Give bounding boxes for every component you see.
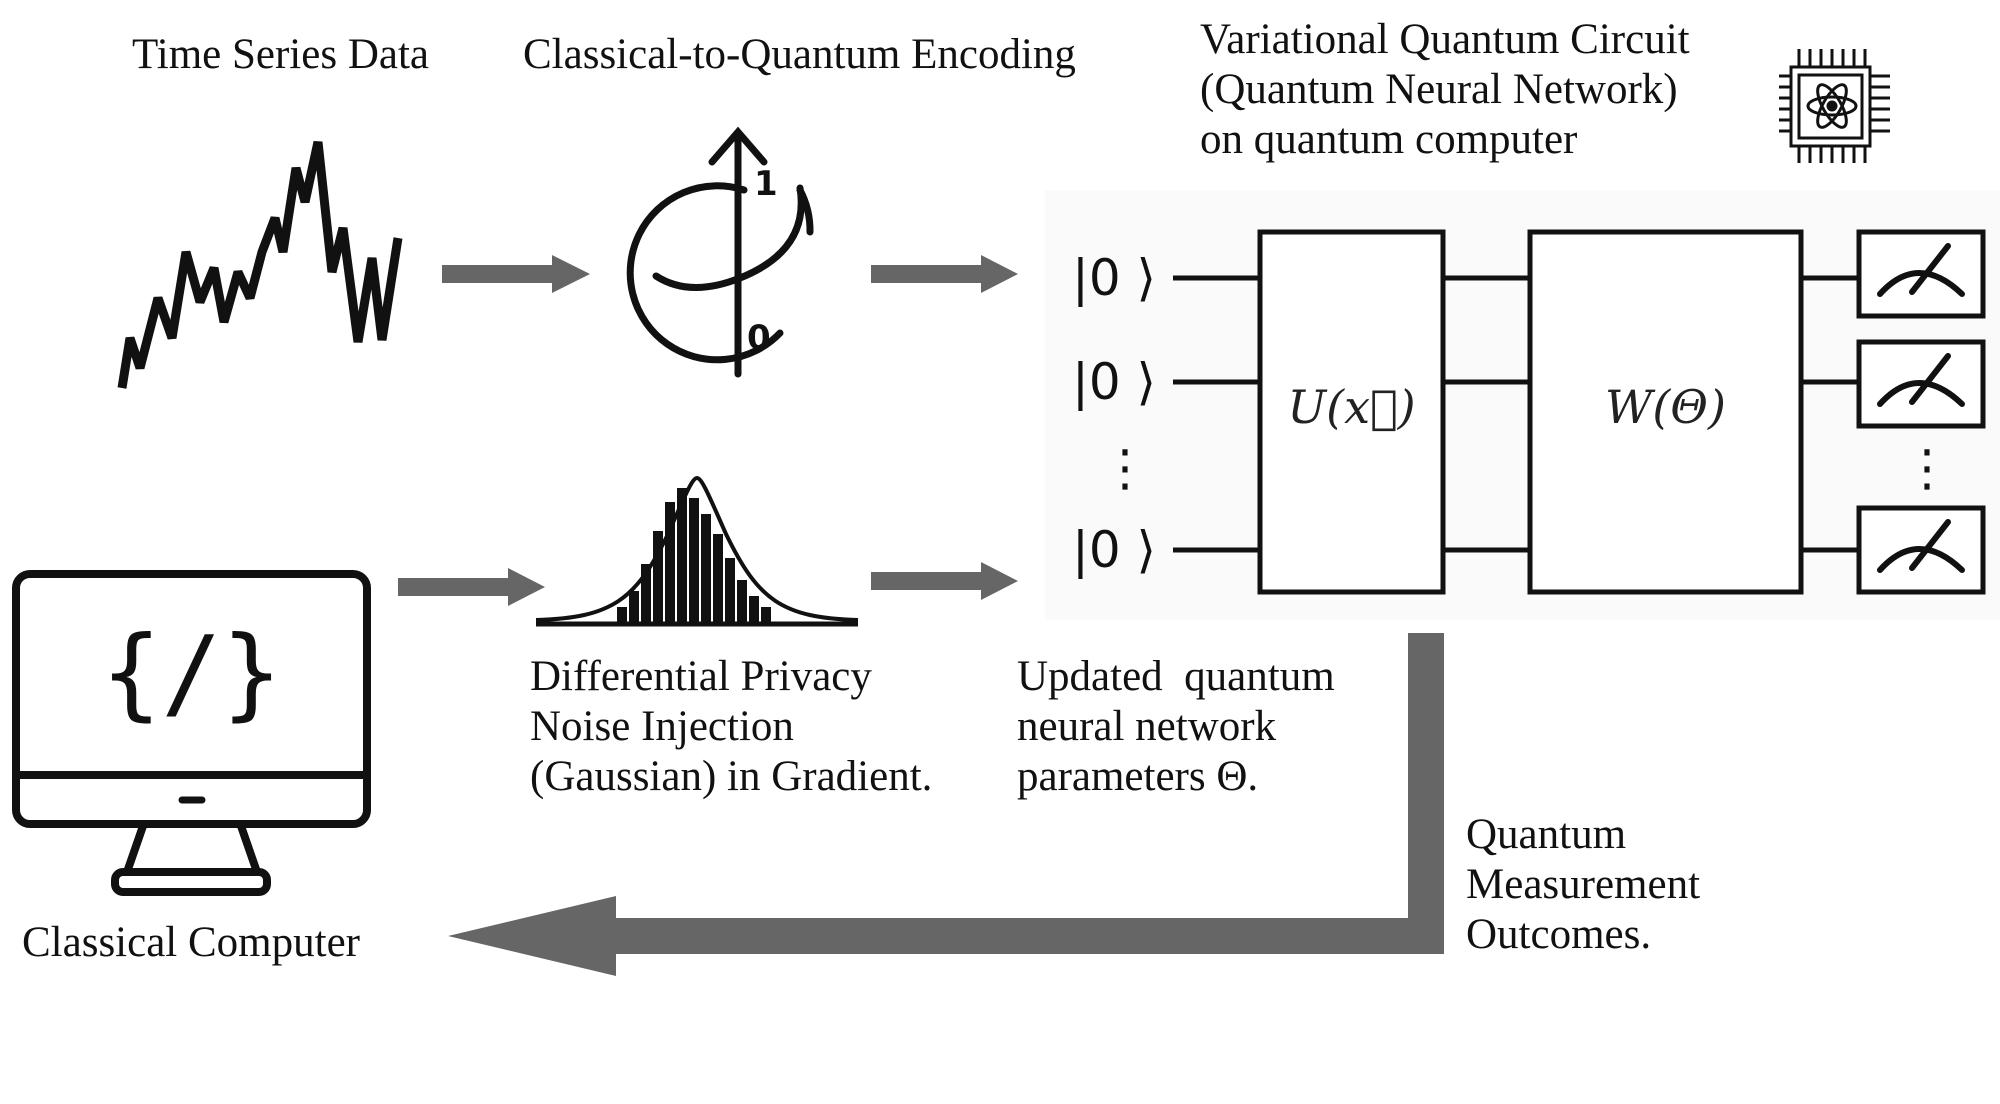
quantum-chip-icon — [1779, 49, 1890, 163]
classical-computer-label: Classical Computer — [22, 919, 360, 966]
code-symbol: {/} — [101, 614, 282, 731]
measurement-meter-icon — [1856, 229, 1986, 595]
computer-monitor-icon — [12, 570, 371, 896]
dp-label-line-1: Differential Privacy — [530, 653, 872, 700]
arrow-computer-to-noise — [398, 568, 545, 606]
dp-label-line-2: Noise Injection — [530, 703, 794, 750]
encoding-label: Classical-to-Quantum Encoding — [523, 31, 1076, 78]
arrow-timeseries-to-encoding — [442, 255, 590, 293]
vqc-label-line-3: on quantum computer — [1200, 116, 1578, 163]
feedback-arrow — [448, 633, 1444, 976]
qubit-wires — [1173, 275, 1859, 553]
updated-label-line-1: Updated quantum — [1017, 653, 1335, 700]
arrow-noise-to-circuit — [871, 562, 1018, 600]
arrow-encoding-to-circuit — [871, 255, 1018, 293]
measurement-label-line-2: Measurement — [1466, 861, 1701, 908]
bloch-zero-label: 0 — [747, 318, 771, 358]
vqc-label-line-2: (Quantum Neural Network) — [1200, 66, 1678, 113]
meter-needles — [1877, 243, 1965, 573]
gaussian-histogram-icon — [535, 475, 859, 627]
updated-label-line-2: neural network — [1017, 703, 1277, 750]
measurement-label-line-1: Quantum — [1466, 811, 1627, 858]
measurement-label-line-3: Outcomes. — [1466, 911, 1652, 958]
ket-qubit-1: |0 ⟩ — [1072, 249, 1157, 307]
bloch-sphere-icon — [626, 126, 814, 378]
ket-qubit-2: |0 ⟩ — [1072, 353, 1157, 411]
vqc-label-line-1: Variational Quantum Circuit — [1200, 16, 1690, 63]
variational-gate-label: W(Θ) — [1605, 380, 1726, 434]
encoding-gate-box — [1257, 229, 1446, 595]
bloch-one-label: 1 — [754, 164, 778, 204]
measurement-ellipsis: ⋮ — [1902, 439, 1952, 497]
encoding-gate-label: U(x⃗) — [1287, 380, 1416, 434]
variational-gate-box — [1527, 229, 1804, 595]
time-series-icon — [117, 141, 403, 389]
updated-label-line-3: parameters Θ. — [1017, 753, 1259, 800]
qubit-ellipsis: ⋮ — [1100, 439, 1150, 497]
time-series-label: Time Series Data — [132, 31, 429, 78]
dp-label-line-3: (Gaussian) in Gradient. — [530, 753, 933, 800]
ket-qubit-n: |0 ⟩ — [1072, 521, 1157, 579]
